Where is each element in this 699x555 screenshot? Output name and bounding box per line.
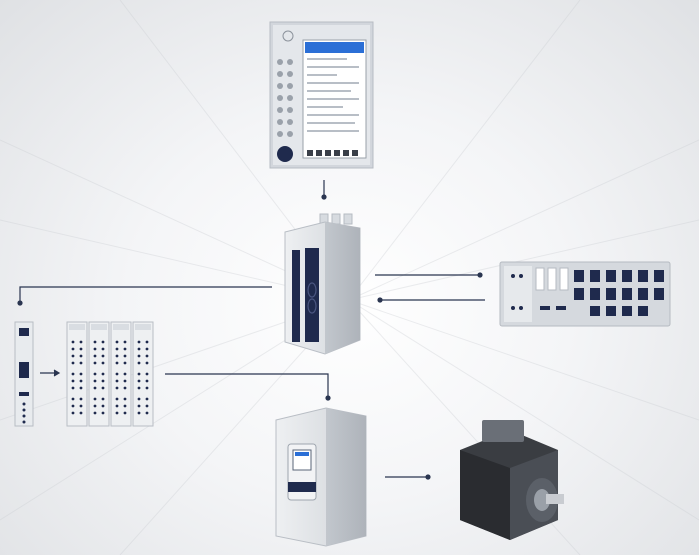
- connection-controller-coupler: [19, 286, 272, 303]
- connector-dot: [477, 272, 483, 278]
- arrow-head: [53, 369, 61, 377]
- servo-motor-icon: [460, 420, 564, 540]
- bus-coupler-icon: [14, 321, 34, 427]
- connection-lines: [17, 180, 485, 480]
- cabinet-controller-icon: [284, 213, 361, 355]
- hmi-control-panel-icon: [269, 21, 374, 169]
- servo-drive-icon: [275, 407, 367, 547]
- io-rack-module-icon: [499, 261, 671, 327]
- connector-dot: [425, 474, 431, 480]
- connector-dot: [321, 194, 327, 200]
- connector-dot: [17, 300, 23, 306]
- connector-dot: [377, 297, 383, 303]
- connector-dot: [325, 395, 331, 401]
- io-terminal-block-icon: [66, 321, 154, 427]
- connection-io-drive: [165, 373, 329, 398]
